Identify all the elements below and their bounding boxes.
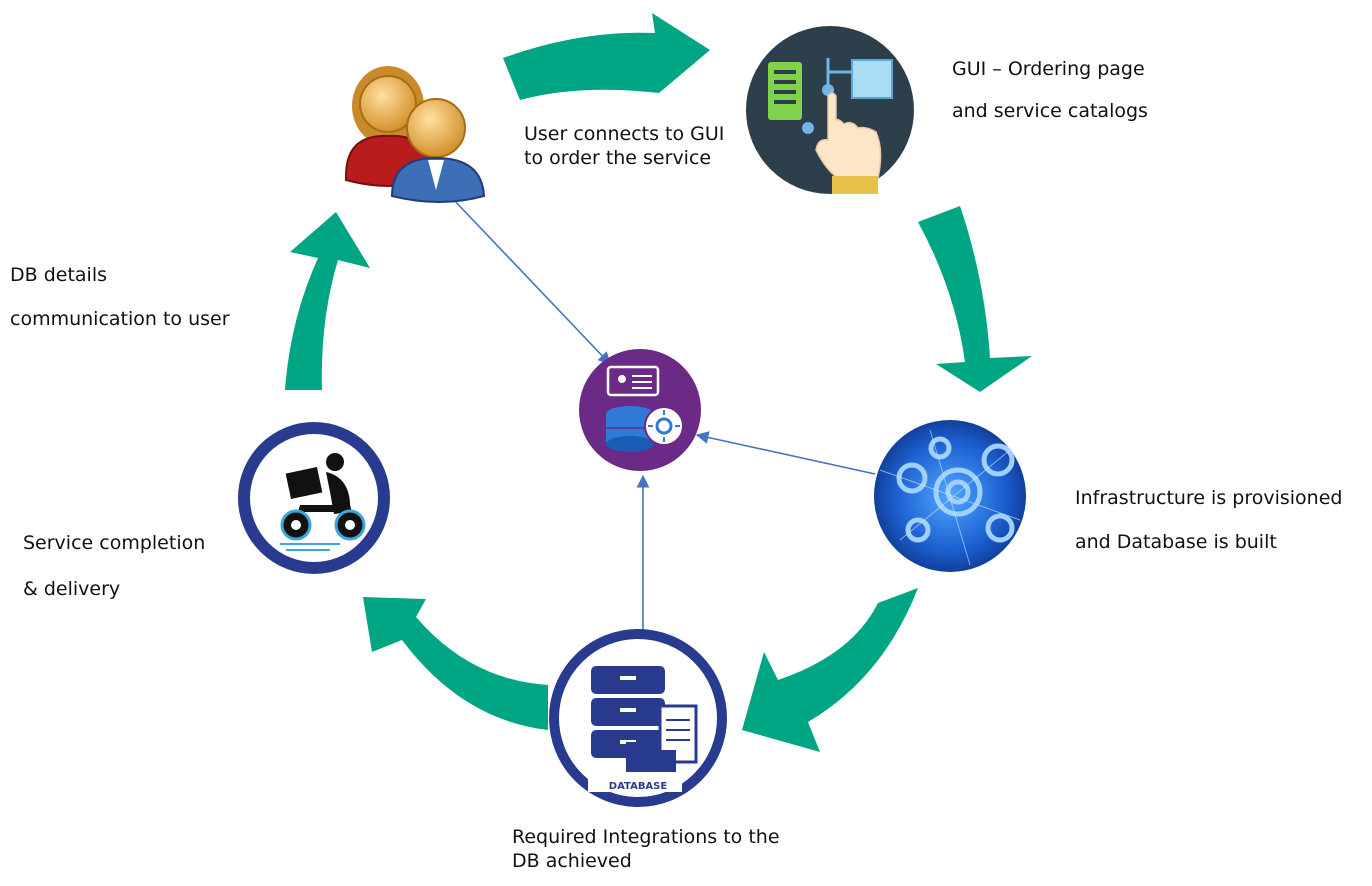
label-gui: GUI – Ordering page and service catalogs xyxy=(952,58,1148,122)
label-integrations: Required Integrations to the DB achieved xyxy=(512,826,780,872)
label-service-completion: Service completion & delivery xyxy=(23,532,206,600)
touch-interface-icon xyxy=(746,26,914,194)
arrow-db-to-delivery xyxy=(363,597,548,730)
arrow-infra-to-db xyxy=(742,588,918,752)
database-caption: DATABASE xyxy=(609,781,668,792)
arrow-user-to-gui xyxy=(503,13,710,100)
users-icon xyxy=(345,66,486,203)
cycle-arrows xyxy=(285,13,1032,752)
delivery-rider-icon xyxy=(238,422,390,574)
database-automation-icon xyxy=(579,349,701,471)
connectors xyxy=(451,197,876,640)
connector-user-to-core xyxy=(451,197,611,365)
connector-infra-to-core xyxy=(695,431,876,475)
gears-icon xyxy=(874,420,1026,572)
arrow-gui-to-infra xyxy=(918,206,1032,392)
label-user-connects: User connects to GUI to order the servic… xyxy=(524,123,725,169)
label-db-details: DB details communication to user xyxy=(10,264,230,330)
database-server-icon xyxy=(549,629,727,807)
arrow-delivery-to-user xyxy=(285,212,370,390)
label-infrastructure: Infrastructure is provisioned and Databa… xyxy=(1075,487,1343,553)
